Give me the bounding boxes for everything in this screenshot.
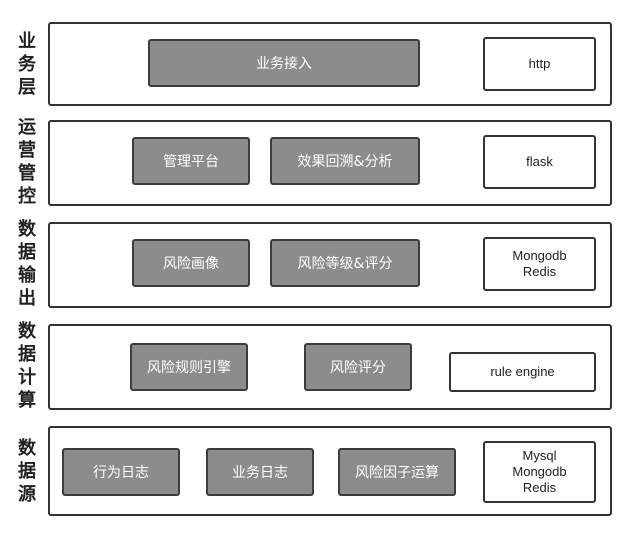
layer-label-data-source: 数 据 源 bbox=[10, 426, 44, 516]
layer-label-char: 据 bbox=[18, 242, 36, 263]
layer-label-char: 管 bbox=[18, 163, 36, 184]
module-risk-rule-engine: 风险规则引擎 bbox=[130, 343, 248, 391]
tech-http: http bbox=[483, 37, 596, 91]
layer-label-char: 层 bbox=[18, 76, 36, 98]
layer-label-char: 营 bbox=[18, 140, 36, 161]
tech-mongodb-redis: Mongodb Redis bbox=[483, 237, 596, 291]
layer-label-char: 计 bbox=[18, 367, 36, 388]
module-risk-level-score: 风险等级&评分 bbox=[270, 239, 420, 287]
module-risk-factor-compute: 风险因子运算 bbox=[338, 448, 456, 496]
tech-rule-engine: rule engine bbox=[449, 352, 596, 392]
module-behavior-log: 行为日志 bbox=[62, 448, 180, 496]
layer-label-char: 数 bbox=[18, 437, 36, 459]
layer-label-char: 源 bbox=[18, 483, 36, 505]
module-management-platform: 管理平台 bbox=[132, 137, 250, 185]
layer-label-char: 务 bbox=[18, 53, 36, 75]
layer-label-char: 据 bbox=[18, 344, 36, 365]
layer-label-char: 数 bbox=[18, 321, 36, 342]
module-business-log: 业务日志 bbox=[206, 448, 314, 496]
module-risk-score: 风险评分 bbox=[304, 343, 412, 391]
module-business-access: 业务接入 bbox=[148, 39, 420, 87]
module-risk-profile: 风险画像 bbox=[132, 239, 250, 287]
layer-label-data-output: 数 据 输 出 bbox=[10, 218, 44, 310]
layer-label-char: 数 bbox=[18, 219, 36, 240]
layer-label-char: 控 bbox=[18, 186, 36, 207]
layer-label-char: 算 bbox=[18, 390, 36, 411]
layer-label-data-compute: 数 据 计 算 bbox=[10, 320, 44, 412]
tech-mysql-mongodb-redis: Mysql Mongodb Redis bbox=[483, 441, 596, 503]
layer-label-char: 业 bbox=[18, 30, 36, 52]
layer-label-operations: 运 营 管 控 bbox=[10, 116, 44, 208]
layer-label-char: 输 bbox=[18, 265, 36, 286]
layer-label-char: 运 bbox=[18, 117, 36, 138]
layer-label-char: 出 bbox=[18, 288, 36, 309]
tech-flask: flask bbox=[483, 135, 596, 189]
layer-label-business: 业 务 层 bbox=[10, 22, 44, 106]
layer-label-char: 据 bbox=[18, 460, 36, 482]
module-effect-analysis: 效果回溯&分析 bbox=[270, 137, 420, 185]
